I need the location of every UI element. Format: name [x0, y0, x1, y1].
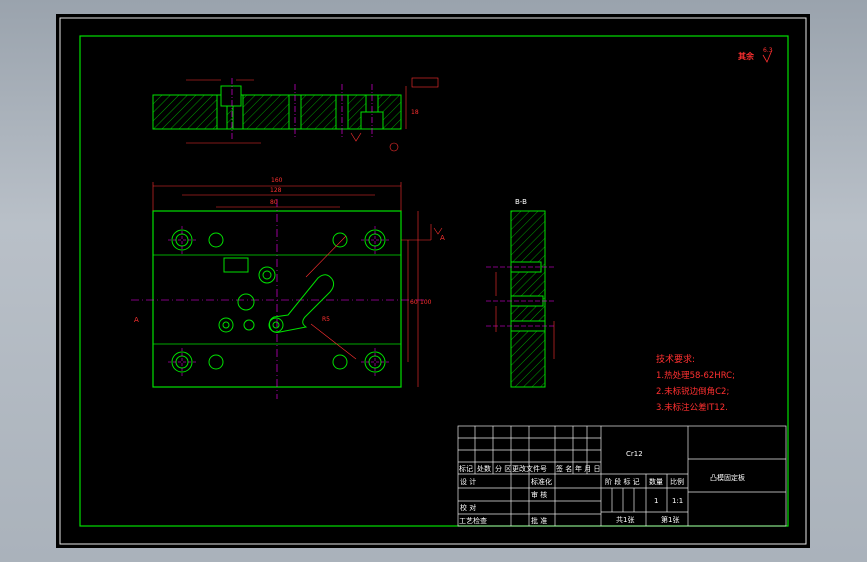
tech-requirements: 技术要求: 1.热处理58-62HRC; 2.未标锐边倒角C2; 3.未标注公差…	[656, 353, 735, 413]
cad-drawing: 其余 6.3 18	[59, 17, 807, 545]
svg-text:设 计: 设 计	[460, 477, 476, 486]
svg-text:Cr12: Cr12	[626, 450, 643, 458]
svg-text:其余: 其余	[738, 51, 755, 61]
svg-text:160: 160	[271, 177, 283, 184]
svg-text:标记: 标记	[459, 464, 473, 473]
inner-frame	[79, 35, 789, 527]
roughness-note: 其余 6.3	[738, 47, 773, 63]
svg-text:R5: R5	[322, 316, 330, 323]
svg-text:3.未标注公差IT12.: 3.未标注公差IT12.	[656, 402, 728, 413]
svg-text:签 名: 签 名	[556, 464, 572, 473]
svg-text:A: A	[440, 234, 445, 242]
svg-text:审 核: 审 核	[531, 490, 547, 499]
title-block	[457, 425, 787, 527]
svg-text:共1张: 共1张	[616, 515, 634, 524]
svg-text:技术要求:: 技术要求:	[656, 353, 695, 365]
svg-text:年 月 日: 年 月 日	[575, 464, 600, 473]
section-view: B-B	[486, 198, 556, 388]
svg-text:A: A	[134, 316, 139, 324]
svg-text:批 准: 批 准	[531, 516, 547, 525]
svg-text:第1张: 第1张	[661, 515, 679, 524]
svg-text:凸模固定板: 凸模固定板	[710, 473, 745, 482]
svg-text:80: 80	[270, 199, 278, 206]
svg-text:数量: 数量	[649, 477, 663, 486]
title-block-text: Cr12 凸模固定板 标记 处数 分 区 更改文件号 签 名 年 月 日 设 计…	[459, 450, 745, 525]
svg-text:1: 1	[654, 497, 658, 505]
svg-text:工艺检查: 工艺检查	[459, 516, 487, 525]
svg-text:18: 18	[411, 109, 419, 116]
drawing-sheet: 其余 6.3 18	[56, 14, 810, 548]
svg-text:阶 段 标 记: 阶 段 标 记	[605, 477, 640, 486]
top-section-view: 18	[152, 77, 439, 152]
svg-text:更改文件号: 更改文件号	[512, 464, 547, 473]
svg-text:100: 100	[420, 299, 432, 306]
svg-text:标准化: 标准化	[531, 477, 552, 486]
svg-text:处数: 处数	[477, 464, 491, 473]
svg-text:B-B: B-B	[515, 198, 527, 206]
svg-text:分 区: 分 区	[495, 464, 511, 473]
svg-text:128: 128	[270, 187, 282, 194]
svg-text:60: 60	[410, 299, 418, 306]
svg-text:校 对: 校 对	[460, 503, 476, 512]
svg-text:1:1: 1:1	[672, 497, 683, 505]
plan-view: 160 128 80 100 60 R5 A A	[131, 177, 445, 399]
outer-border	[59, 17, 807, 545]
svg-text:6.3: 6.3	[763, 47, 773, 54]
svg-text:1.热处理58-62HRC;: 1.热处理58-62HRC;	[656, 370, 735, 381]
svg-text:2.未标锐边倒角C2;: 2.未标锐边倒角C2;	[656, 386, 729, 397]
svg-text:比例: 比例	[670, 477, 684, 486]
